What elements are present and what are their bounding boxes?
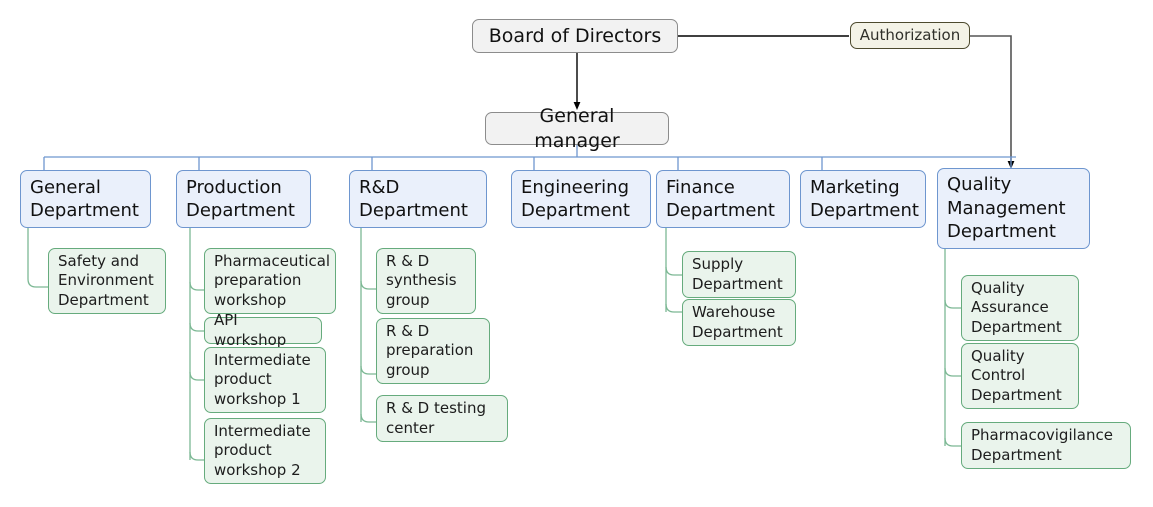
node-label: General manager	[534, 104, 620, 152]
node-label: General Department	[30, 176, 139, 221]
node-department-finance[interactable]: Finance Department	[656, 170, 790, 228]
node-label: Authorization	[859, 25, 961, 44]
node-subunit-warehouse-department[interactable]: Warehouse Department	[682, 299, 796, 346]
node-label: Finance Department	[666, 176, 775, 221]
node-label: Supply Department	[692, 255, 783, 293]
node-subunit-rnd-synthesis-group[interactable]: R & D synthesis group	[376, 248, 476, 314]
node-department-quality-management[interactable]: Quality Management Department	[937, 168, 1090, 249]
node-label: Intermediate product workshop 2	[214, 421, 311, 479]
node-label: Pharmacovigilance Department	[971, 426, 1113, 464]
node-subunit-rnd-testing-center[interactable]: R & D testing center	[376, 395, 508, 442]
node-subunit-quality-assurance-department[interactable]: Quality Assurance Department	[961, 275, 1079, 341]
node-label: Safety and Environment Department	[58, 251, 154, 309]
node-label: R&D Department	[359, 176, 468, 221]
node-subunit-intermediate-product-workshop-2[interactable]: Intermediate product workshop 2	[204, 418, 326, 484]
node-label: Quality Control Department	[971, 346, 1062, 404]
node-subunit-rnd-preparation-group[interactable]: R & D preparation group	[376, 318, 490, 384]
node-subunit-quality-control-department[interactable]: Quality Control Department	[961, 343, 1079, 409]
node-label: Engineering Department	[521, 176, 630, 221]
node-department-rnd[interactable]: R&D Department	[349, 170, 487, 228]
node-department-general[interactable]: General Department	[20, 170, 151, 228]
node-subunit-safety-and-environment[interactable]: Safety and Environment Department	[48, 248, 166, 314]
node-label: Warehouse Department	[692, 303, 783, 341]
node-label: Intermediate product workshop 1	[214, 350, 311, 408]
node-label: Board of Directors	[488, 24, 662, 47]
node-label: R & D testing center	[386, 399, 486, 437]
node-subunit-intermediate-product-workshop-1[interactable]: Intermediate product workshop 1	[204, 347, 326, 413]
node-label: Pharmaceutical preparation workshop	[214, 251, 331, 309]
node-department-marketing[interactable]: Marketing Department	[800, 170, 926, 228]
node-subunit-pharmacovigilance-department[interactable]: Pharmacovigilance Department	[961, 422, 1131, 469]
node-label: Quality Management Department	[947, 174, 1066, 243]
node-label: Quality Assurance Department	[971, 278, 1062, 336]
node-general-manager[interactable]: General manager	[485, 105, 669, 152]
node-label: API workshop	[214, 311, 287, 349]
node-label: Production Department	[186, 176, 295, 221]
node-department-production[interactable]: Production Department	[176, 170, 311, 228]
node-subunit-api-workshop[interactable]: API workshop	[204, 311, 322, 349]
node-label: R & D synthesis group	[386, 251, 457, 309]
node-subunit-pharmaceutical-preparation-workshop[interactable]: Pharmaceutical preparation workshop	[204, 248, 336, 314]
node-subunit-supply-department[interactable]: Supply Department	[682, 251, 796, 298]
node-authorization[interactable]: Authorization	[850, 22, 970, 49]
node-department-engineering[interactable]: Engineering Department	[511, 170, 651, 228]
node-board-of-directors[interactable]: Board of Directors	[472, 19, 678, 53]
node-label: R & D preparation group	[386, 321, 474, 379]
node-label: Marketing Department	[810, 176, 919, 221]
